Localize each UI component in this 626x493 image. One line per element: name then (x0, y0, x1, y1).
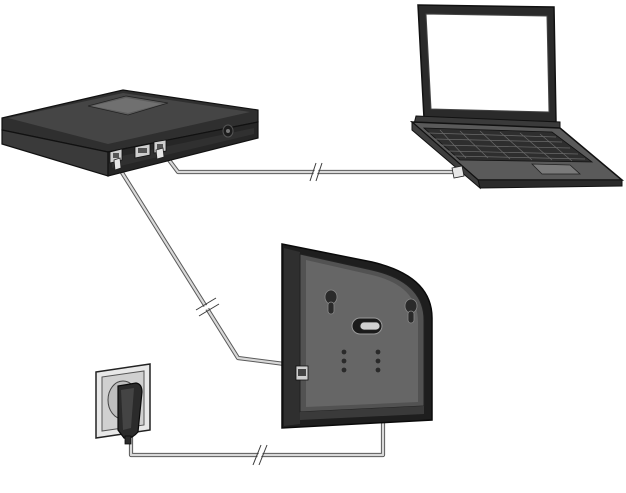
base-lan-port (295, 365, 309, 381)
laptop-keyboard (427, 129, 586, 162)
cable-router-to-laptop (157, 145, 461, 182)
vent-holes (341, 349, 381, 373)
cable-break-mark (309, 162, 323, 182)
router-port (134, 143, 151, 159)
cable-break-mark (252, 444, 268, 466)
power-adapter-icon (117, 382, 143, 445)
base-station-icon (281, 243, 433, 429)
base-power-port (351, 317, 383, 335)
cable-router-to-base-station (113, 160, 303, 369)
laptop-icon (409, 4, 625, 190)
wall-mount-hole (404, 298, 418, 324)
wall-mount-hole (324, 289, 338, 315)
router-icon (1, 89, 259, 177)
cable-break-mark (195, 297, 220, 317)
